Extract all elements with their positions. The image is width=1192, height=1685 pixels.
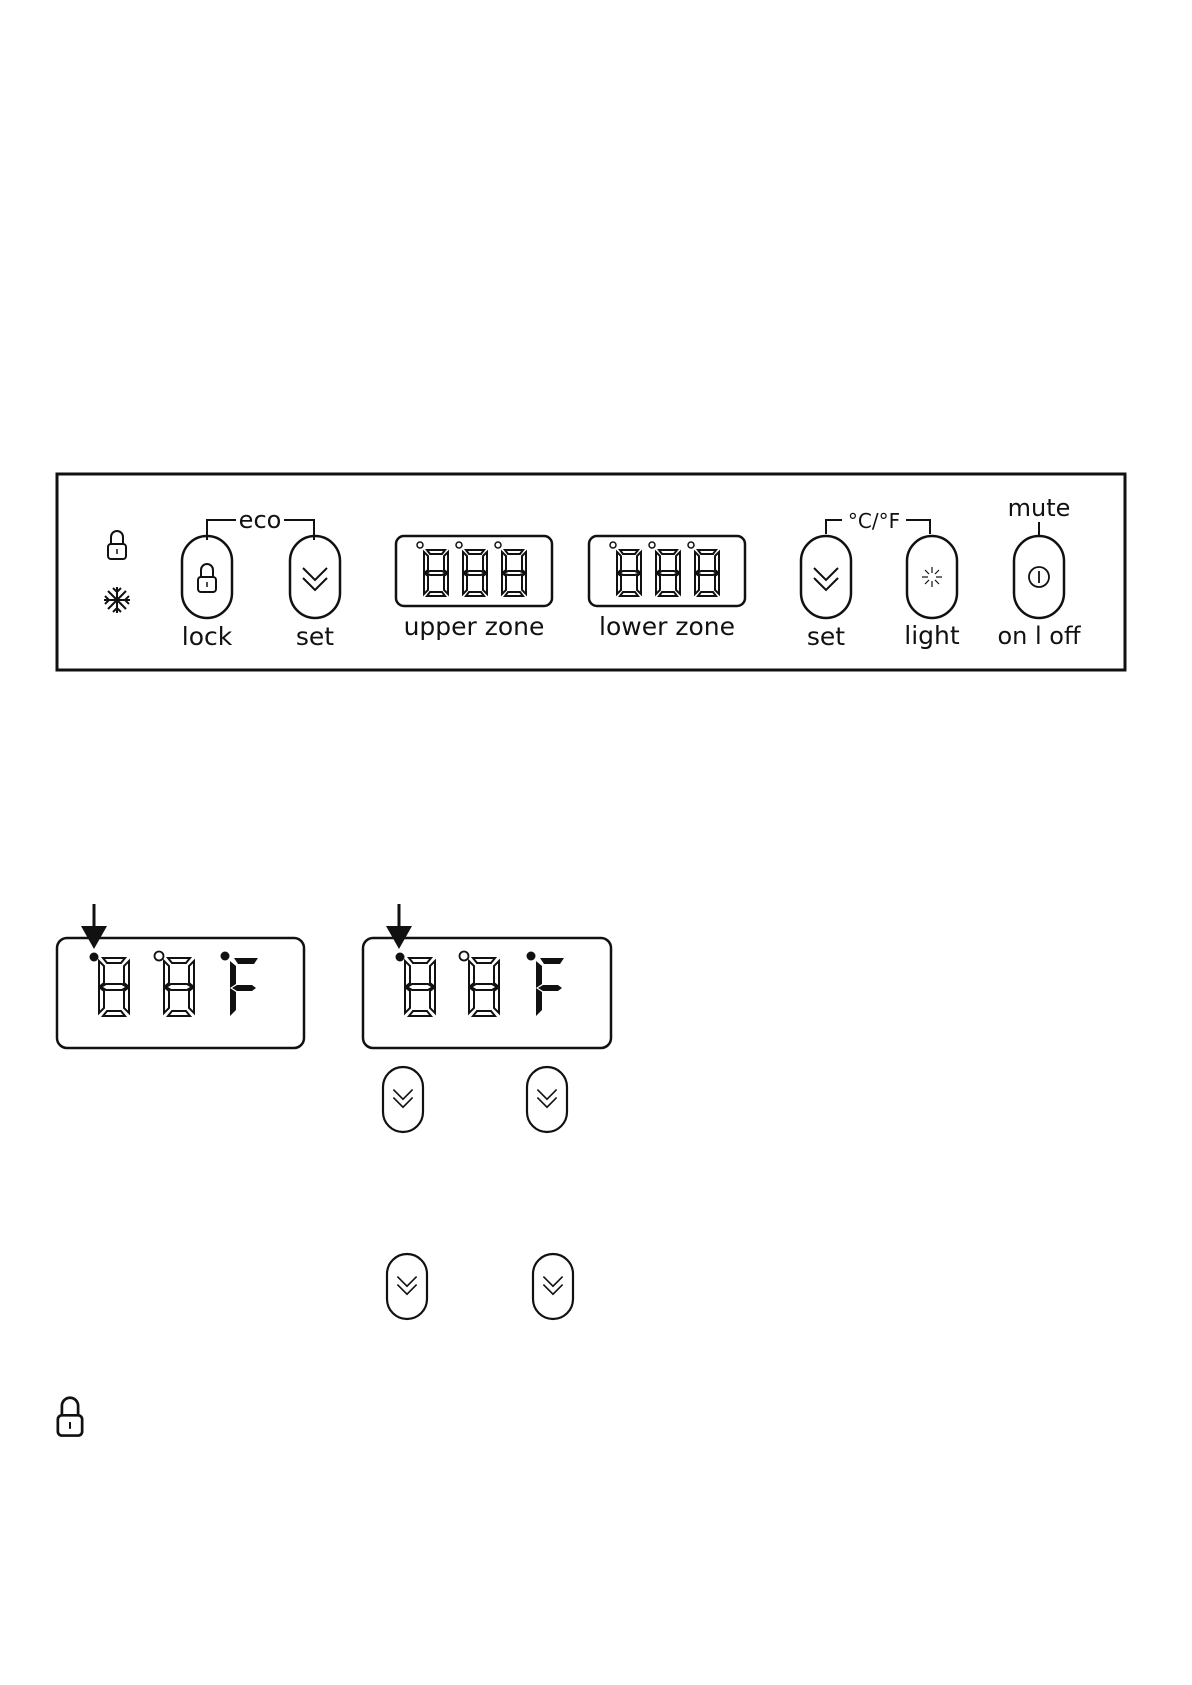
set-button-upper[interactable] xyxy=(290,536,340,618)
lock-button[interactable] xyxy=(182,536,232,618)
example-display-2 xyxy=(363,904,611,1048)
light-icon xyxy=(922,567,942,587)
mute-label: mute xyxy=(1008,494,1071,522)
light-button[interactable] xyxy=(907,536,957,618)
unit-label: °C/°F xyxy=(848,509,900,533)
arrow-down-icon xyxy=(81,904,107,949)
lock-icon xyxy=(198,564,216,592)
set-button-example-1[interactable] xyxy=(383,1067,423,1132)
example-display-1 xyxy=(57,904,304,1048)
eco-label: eco xyxy=(239,506,282,534)
set-label-lower: set xyxy=(807,622,845,651)
chevron-down-icon xyxy=(397,1277,416,1295)
set-button-example-4[interactable] xyxy=(533,1254,573,1319)
lock-icon xyxy=(58,1398,82,1436)
chevron-down-icon xyxy=(537,1090,556,1108)
arrow-down-icon xyxy=(386,904,412,949)
chevron-down-icon xyxy=(303,568,327,590)
lower-zone-display xyxy=(589,536,745,606)
lower-zone-label: lower zone xyxy=(599,612,735,641)
set-button-example-2[interactable] xyxy=(527,1067,567,1132)
chevron-down-icon xyxy=(814,568,838,590)
snowflake-icon xyxy=(104,587,130,613)
set-label-upper: set xyxy=(296,622,334,651)
upper-zone-label: upper zone xyxy=(404,612,545,641)
light-label: light xyxy=(904,621,960,650)
on-off-label: on l off xyxy=(997,622,1081,650)
chevron-down-icon xyxy=(543,1277,562,1295)
on-off-button[interactable] xyxy=(1014,536,1064,618)
power-icon xyxy=(1029,567,1049,587)
set-button-lower[interactable] xyxy=(801,536,851,618)
set-button-example-3[interactable] xyxy=(387,1254,427,1319)
lock-status-icon xyxy=(108,531,126,559)
upper-zone-display xyxy=(396,536,552,606)
control-panel: eco lock set upper zone xyxy=(57,474,1125,670)
chevron-down-icon xyxy=(393,1090,412,1108)
lock-label: lock xyxy=(182,622,233,651)
